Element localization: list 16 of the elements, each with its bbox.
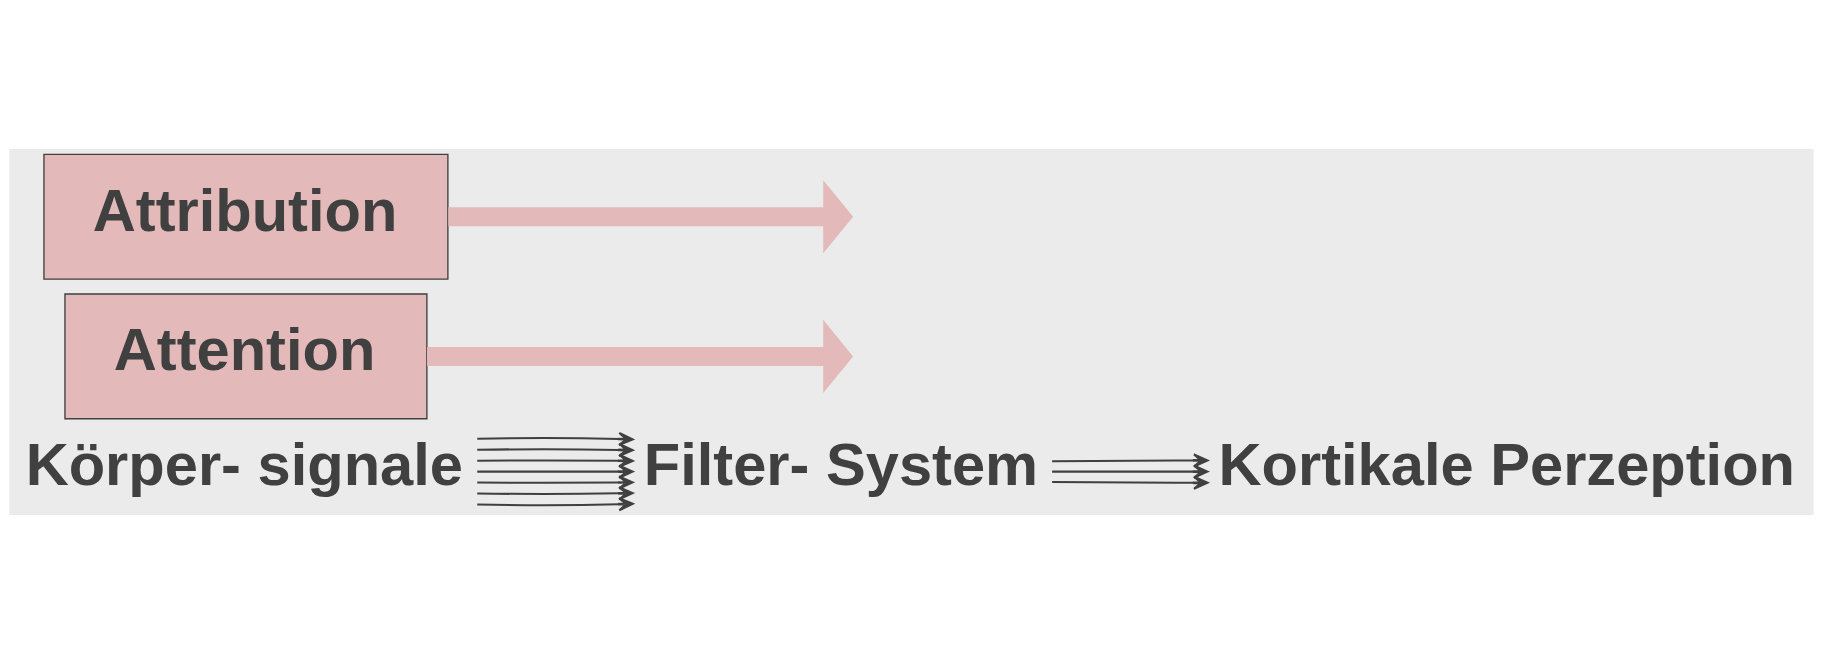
arrow [477, 453, 634, 468]
node-text: Körper- signale [25, 431, 463, 499]
arrow [1052, 475, 1209, 490]
arrow [477, 464, 634, 479]
node-text: Filter- System [643, 431, 1039, 499]
arrow [477, 431, 634, 447]
arrow [1052, 453, 1209, 468]
node-box: Attention [64, 293, 428, 420]
node-text: Kortikale Perzeption [1218, 431, 1796, 499]
arrow [477, 475, 634, 490]
arrow [1052, 464, 1209, 479]
arrow [477, 497, 634, 512]
node-box: Attribution [43, 153, 449, 280]
arrow [448, 180, 854, 254]
arrow [477, 486, 634, 501]
arrow [427, 319, 854, 393]
